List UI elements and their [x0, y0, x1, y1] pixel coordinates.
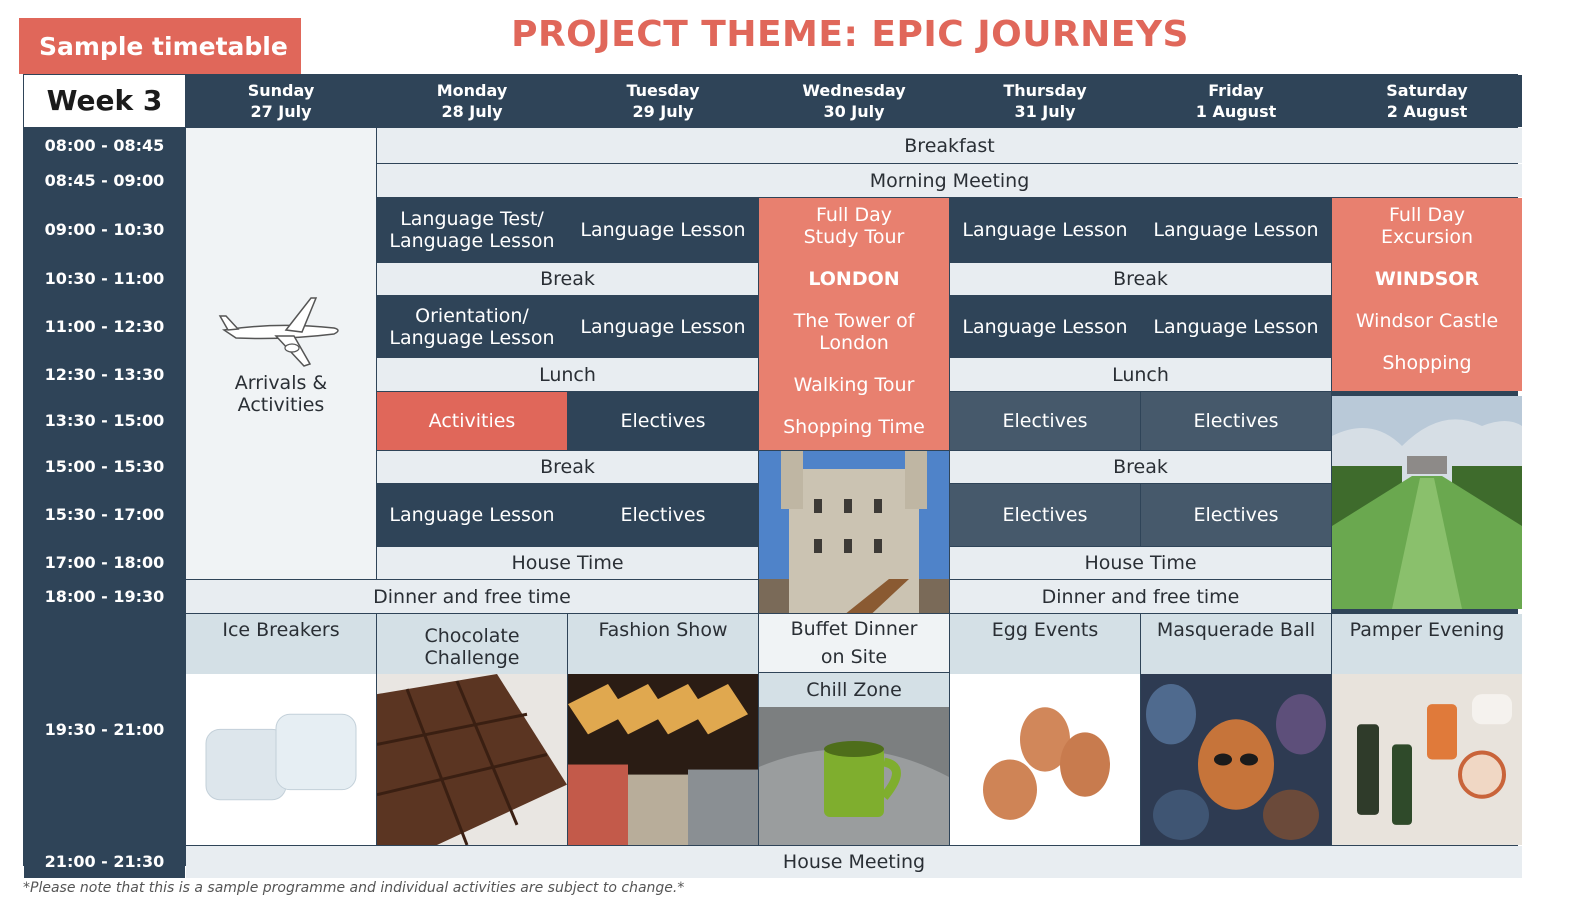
disclaimer-note: *Please note that this is a sample progr…: [23, 880, 685, 896]
time-slot: 19:30 - 21:00: [24, 614, 185, 845]
friday-evening: Masquerade Ball: [1141, 614, 1331, 845]
airplane-icon: [218, 296, 339, 367]
eggs-picture: [950, 674, 1140, 845]
arrivals-label-line1: Arrivals &: [234, 371, 328, 394]
friday-lesson-2: Language Lesson: [1141, 296, 1331, 357]
tour-line2: Study Tour: [803, 226, 905, 248]
green-mug-picture: [759, 707, 949, 845]
mon-tue-house-time: House Time: [377, 547, 758, 579]
saturday-evening: Pamper Evening: [1332, 614, 1522, 845]
thu-fri-break-2: Break: [950, 451, 1331, 483]
thursday-lesson-2: Language Lesson: [950, 296, 1140, 357]
cosmetics-picture: [1332, 674, 1522, 845]
time-slot: 15:30 - 17:00: [24, 484, 185, 546]
mon-tue-break-2: Break: [377, 451, 758, 483]
tuesday-lesson-1: Language Lesson: [568, 198, 758, 262]
tour-item2: Walking Tour: [793, 374, 915, 396]
time-slot: 15:00 - 15:30: [24, 451, 185, 483]
pamper-evening-label: Pamper Evening: [1332, 614, 1522, 674]
excursion-item1: Windsor Castle: [1355, 310, 1499, 332]
monday-lesson-1: Language Test/Language Lesson: [377, 198, 567, 262]
tour-item1a: The Tower of: [793, 310, 915, 332]
time-slot: 17:00 - 18:00: [24, 547, 185, 579]
sun-tue-dinner: Dinner and free time: [186, 580, 758, 613]
friday-electives-2: Electives: [1141, 484, 1331, 546]
time-slot: 09:00 - 10:30: [24, 198, 185, 262]
thu-fri-break-1: Break: [950, 263, 1331, 295]
wednesday-study-tour: Full Day Study Tour LONDON The Tower of …: [759, 198, 949, 450]
tour-item1b: London: [819, 332, 889, 354]
monday-activities: Activities: [377, 392, 567, 450]
time-slot: 21:00 - 21:30: [24, 846, 185, 878]
chill-zone-cell: Chill Zone: [759, 673, 949, 707]
excursion-line2: Excursion: [1380, 226, 1474, 248]
monday-lesson-3: Language Lesson: [377, 484, 567, 546]
time-slot: 08:00 - 08:45: [24, 128, 185, 163]
mon-tue-lunch: Lunch: [377, 358, 758, 391]
tower-of-london-photo: [759, 451, 949, 613]
mon-tue-break-1: Break: [377, 263, 758, 295]
clothes-hangers-picture: [568, 674, 758, 845]
monday-lesson-2: Orientation/Language Lesson: [377, 296, 567, 357]
thursday-electives-1: Electives: [950, 392, 1140, 450]
thu-fri-lunch: Lunch: [950, 358, 1331, 391]
tuesday-evening: Fashion Show: [568, 614, 758, 845]
chocolate-picture: [377, 674, 567, 845]
time-slot: 18:00 - 19:30: [24, 580, 185, 613]
excursion-item2: Shopping: [1382, 352, 1472, 374]
tuesday-electives-2: Electives: [568, 484, 758, 546]
tour-line1: Full Day: [815, 204, 893, 226]
sunday-evening: Ice Breakers: [186, 614, 376, 845]
friday-lesson-1: Language Lesson: [1141, 198, 1331, 262]
house-meeting-cell: House Meeting: [186, 846, 1522, 878]
week-label: Week 3: [24, 75, 185, 127]
thursday-lesson-1: Language Lesson: [950, 198, 1140, 262]
morning-meeting-cell: Morning Meeting: [377, 164, 1522, 197]
time-slot: 11:00 - 12:30: [24, 296, 185, 357]
time-slot: 12:30 - 13:30: [24, 358, 185, 391]
excursion-place: WINDSOR: [1374, 268, 1480, 290]
thu-fri-house-time: House Time: [950, 547, 1331, 579]
thursday-electives-2: Electives: [950, 484, 1140, 546]
time-slot: 13:30 - 15:00: [24, 392, 185, 450]
windsor-castle-photo: [1332, 392, 1522, 613]
time-slot: 10:30 - 11:00: [24, 263, 185, 295]
egg-events-label: Egg Events: [950, 614, 1140, 674]
sample-timetable-badge: Sample timetable: [19, 18, 301, 74]
time-slot: 08:45 - 09:00: [24, 164, 185, 197]
fashion-show-label: Fashion Show: [568, 614, 758, 674]
tour-place: LONDON: [808, 268, 900, 290]
page-title: PROJECT THEME: EPIC JOURNEYS: [511, 14, 1189, 55]
saturday-excursion: Full Day Excursion WINDSOR Windsor Castl…: [1332, 198, 1522, 391]
friday-electives-1: Electives: [1141, 392, 1331, 450]
ice-cubes-picture: [186, 674, 376, 845]
tour-item3: Shopping Time: [783, 416, 925, 438]
sunday-arrivals-cell: Arrivals & Activities: [186, 128, 376, 579]
breakfast-cell: Breakfast: [377, 128, 1522, 163]
arrivals-label-line2: Activities: [237, 393, 325, 416]
tuesday-electives-1: Electives: [568, 392, 758, 450]
ice-breakers-label: Ice Breakers: [186, 614, 376, 674]
masks-picture: [1141, 674, 1331, 845]
thursday-evening: Egg Events: [950, 614, 1140, 845]
excursion-line1: Full Day: [1388, 204, 1466, 226]
thu-fri-dinner: Dinner and free time: [950, 580, 1331, 613]
tuesday-lesson-2: Language Lesson: [568, 296, 758, 357]
masquerade-ball-label: Masquerade Ball: [1141, 614, 1331, 674]
